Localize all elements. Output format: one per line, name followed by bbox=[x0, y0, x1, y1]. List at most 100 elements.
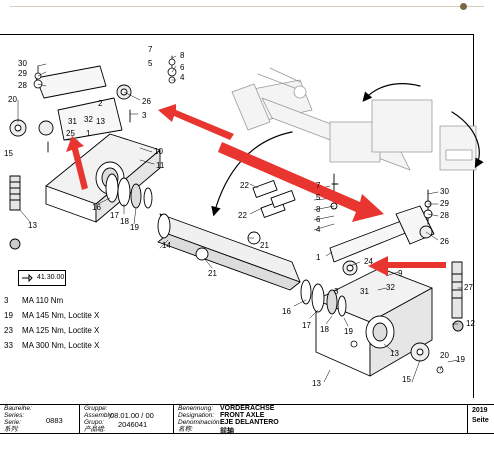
exploded-drawing: 30 29 28 20 15 7 5 8 6 4 2 26 3 31 32 13… bbox=[4, 45, 484, 388]
top-rule bbox=[10, 6, 484, 7]
callout-32b: 32 bbox=[386, 283, 395, 292]
top-dot bbox=[460, 3, 467, 10]
series-label-de: Baureihe: bbox=[4, 405, 32, 412]
torque-spec-value: MA 300 Nm, Loctite X bbox=[22, 341, 100, 350]
year-value: 2019 bbox=[472, 407, 488, 414]
leader-lines bbox=[17, 55, 463, 383]
group-label-de: Gruppe: bbox=[84, 405, 108, 412]
callout-1: 1 bbox=[86, 129, 91, 138]
designation-label-en: Designation: bbox=[178, 412, 215, 419]
red-arrows bbox=[66, 104, 446, 276]
callout-13d: 13 bbox=[312, 379, 321, 388]
callout-21b: 21 bbox=[208, 269, 217, 278]
callout-6: 6 bbox=[180, 63, 185, 72]
callout-19b: 19 bbox=[344, 327, 353, 336]
callout-21: 21 bbox=[260, 241, 269, 250]
page-fragment: Seite bbox=[472, 417, 489, 424]
group-label-cn: 产品组: bbox=[84, 426, 106, 433]
callout-19: 19 bbox=[130, 223, 139, 232]
designation-label-cn: 名称: bbox=[178, 426, 193, 433]
callout-24: 24 bbox=[364, 257, 373, 266]
callout-10: 10 bbox=[154, 147, 163, 156]
callout-5b: 5 bbox=[316, 193, 321, 202]
right-housing bbox=[300, 173, 464, 377]
callout-14: 14 bbox=[162, 241, 171, 250]
torque-spec-pos: 19 bbox=[4, 311, 13, 320]
designation-cell: Benennung: Designation: Denominación: 名称… bbox=[174, 405, 468, 435]
background-assembly bbox=[231, 67, 477, 171]
series-value: 0883 bbox=[46, 416, 63, 425]
callout-26b: 26 bbox=[440, 237, 449, 246]
designation-de: VORDERACHSE bbox=[220, 405, 275, 412]
group-label-es: Grupo: bbox=[84, 419, 104, 426]
red-arrow-up-left bbox=[158, 104, 234, 140]
callout-22b: 22 bbox=[238, 211, 247, 220]
callout-2: 2 bbox=[98, 99, 103, 108]
callout-31b: 31 bbox=[360, 287, 369, 296]
assembly-value: 08.01.00 / 00 bbox=[110, 411, 154, 420]
torque-spec-value: MA 110 Nm bbox=[22, 296, 64, 305]
callout-4b: 4 bbox=[316, 225, 321, 234]
callout-27: 27 bbox=[464, 283, 473, 292]
callout-31: 31 bbox=[68, 117, 77, 126]
red-arrow-right-left bbox=[368, 256, 446, 276]
callout-8: 8 bbox=[180, 51, 185, 60]
callout-28: 28 bbox=[18, 81, 27, 90]
callout-26: 26 bbox=[142, 97, 151, 106]
page-cell: 2019 Seite bbox=[468, 405, 494, 433]
callout-17b: 17 bbox=[302, 321, 311, 330]
red-arrow-left-up bbox=[66, 136, 88, 190]
hand-arrow-icon bbox=[22, 273, 33, 283]
callout-15: 15 bbox=[4, 149, 13, 158]
series-label-cn: 系列: bbox=[4, 426, 19, 433]
callout-30b: 30 bbox=[440, 187, 449, 196]
callout-22: 22 bbox=[240, 181, 249, 190]
callout-29b: 29 bbox=[440, 199, 449, 208]
callout-1b: 1 bbox=[316, 253, 321, 262]
callout-9: 9 bbox=[398, 269, 403, 278]
reference-box: 41.30.00 bbox=[18, 270, 66, 286]
callout-30: 30 bbox=[18, 59, 27, 68]
top-bar bbox=[0, 0, 494, 20]
callout-11: 11 bbox=[156, 161, 165, 170]
callout-7: 7 bbox=[148, 45, 153, 54]
assembly-cell: Gruppe: Assembly: Grupo: 产品组: 08.01.00 /… bbox=[80, 405, 174, 433]
callout-13c: 13 bbox=[390, 349, 399, 358]
red-arrow-big-down-right bbox=[218, 142, 384, 222]
callout-20b: 20 bbox=[440, 351, 449, 360]
assembly-label-en: Assembly: bbox=[84, 412, 114, 419]
callout-20: 20 bbox=[8, 95, 17, 104]
curve-arrow-top bbox=[362, 83, 421, 102]
left-bearings bbox=[105, 173, 153, 209]
torque-spec-pos: 33 bbox=[4, 341, 13, 350]
callout-8b: 8 bbox=[316, 205, 321, 214]
series-label-es: Serie: bbox=[4, 419, 21, 426]
bushings bbox=[195, 180, 296, 261]
callout-32: 32 bbox=[84, 115, 93, 124]
designation-label-de: Benennung: bbox=[178, 405, 214, 412]
drawing-frame bbox=[0, 34, 474, 398]
callout-16b: 16 bbox=[282, 307, 291, 316]
callout-13: 13 bbox=[96, 117, 105, 126]
callout-12: 12 bbox=[466, 319, 475, 328]
reference-label: 41.30.00 bbox=[37, 274, 65, 281]
callout-18: 18 bbox=[120, 217, 129, 226]
title-block: Baureihe: Series: Serie: 系列: 0883 Gruppe… bbox=[0, 404, 494, 435]
callout-25: 25 bbox=[66, 129, 75, 138]
callout-29: 29 bbox=[18, 69, 27, 78]
callout-3b: 3 bbox=[334, 287, 339, 296]
torque-spec-pos: 23 bbox=[4, 326, 13, 335]
callout-28b: 28 bbox=[440, 211, 449, 220]
series-cell: Baureihe: Series: Serie: 系列: 0883 bbox=[0, 405, 80, 433]
designation-en: FRONT AXLE bbox=[220, 412, 265, 419]
callout-6b: 6 bbox=[316, 215, 321, 224]
callout-15b: 15 bbox=[402, 375, 411, 384]
torque-spec-pos: 3 bbox=[4, 296, 9, 305]
callout-17: 17 bbox=[110, 211, 119, 220]
series-label-en: Series: bbox=[4, 412, 25, 419]
torque-spec-value: MA 125 Nm, Loctite X bbox=[22, 326, 100, 335]
callout-16: 16 bbox=[92, 203, 101, 212]
callout-7b: 7 bbox=[316, 181, 321, 190]
group-value: 2046041 bbox=[118, 420, 148, 429]
callout-13b: 13 bbox=[28, 221, 37, 230]
